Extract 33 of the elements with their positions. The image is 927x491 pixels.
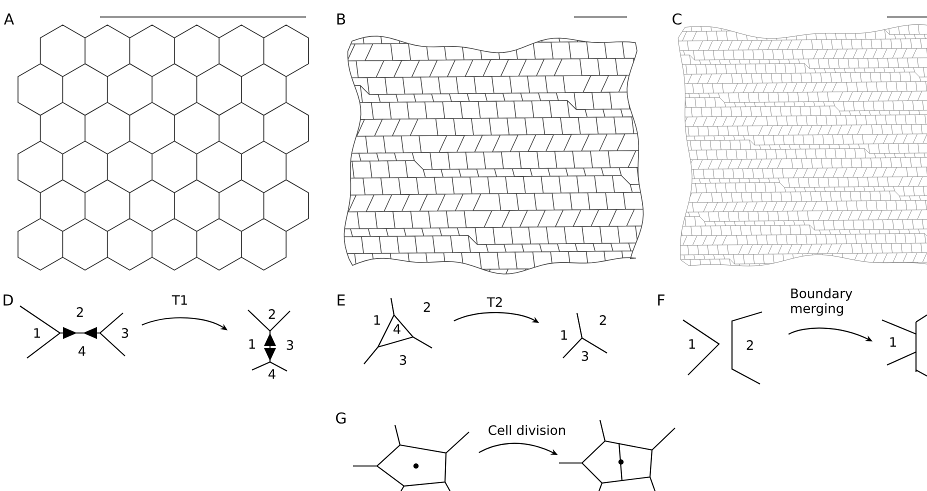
cell-number: 1 bbox=[561, 330, 567, 340]
edge-label: T2 bbox=[486, 297, 502, 307]
merged-boundary-drawing bbox=[882, 314, 927, 376]
cell-number: 2 bbox=[268, 309, 275, 319]
panel-letter: A bbox=[4, 14, 14, 24]
cell-number: 1 bbox=[249, 339, 255, 349]
edge-label: Boundary merging bbox=[791, 288, 852, 316]
panel-letter: E bbox=[338, 294, 345, 306]
cell-number: 3 bbox=[582, 351, 588, 361]
cell-number: 2 bbox=[424, 302, 430, 312]
cell-number: 4 bbox=[394, 324, 400, 334]
cell-number: 3 bbox=[400, 355, 406, 365]
cell-number: 4 bbox=[268, 369, 276, 379]
cell-number: 1 bbox=[689, 339, 695, 349]
boundary-drawing bbox=[682, 311, 762, 384]
panel-letter: C bbox=[672, 13, 682, 25]
cell-number: 3 bbox=[122, 328, 128, 338]
triangle-cell-drawing bbox=[364, 298, 432, 364]
edge-label: T1 bbox=[172, 295, 187, 305]
cell-number: 3 bbox=[286, 340, 294, 350]
cell-number: 1 bbox=[890, 337, 896, 347]
cell-number: 2 bbox=[746, 340, 753, 350]
edge-label: Cell division bbox=[488, 424, 565, 436]
cell-number: 2 bbox=[76, 307, 83, 317]
cell-number: 2 bbox=[600, 315, 606, 325]
cell-number: 1 bbox=[374, 315, 380, 325]
cell-number: 4 bbox=[78, 346, 86, 356]
panel-letter: D bbox=[4, 294, 13, 306]
panel-letter: F bbox=[658, 294, 664, 306]
panel-letter: B bbox=[337, 14, 346, 24]
cell-number: 1 bbox=[34, 328, 40, 338]
cell-drawing bbox=[353, 424, 470, 491]
panel-letter: G bbox=[336, 412, 346, 424]
